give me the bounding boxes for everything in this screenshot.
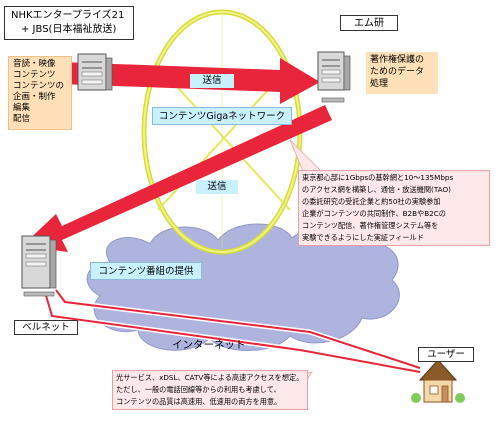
network-label-box: コンテンツGigaネットワーク bbox=[152, 107, 292, 125]
user-label-box: ユーザー bbox=[418, 347, 474, 362]
arrow-bottom bbox=[22, 105, 332, 252]
emken-desc-line-3: 処理 bbox=[370, 79, 389, 89]
callout-network-line-2: のアクセス網を構築し、通信・放送機関(TAO) bbox=[302, 185, 451, 194]
bellnet-label: ベルネット bbox=[22, 322, 70, 333]
callout-network-line-3: の委託研究の受託企業と約50社の実験参加 bbox=[302, 197, 441, 206]
callout-bottom-line-1: 光サービス、xDSL、CATV等による高速アクセスを想定。 bbox=[116, 373, 304, 382]
internet-label: インターネット bbox=[172, 339, 246, 351]
title-box: NHKエンタープライズ21 + JBS(日本福祉放送) bbox=[4, 6, 134, 40]
content-line-5: 編集 bbox=[13, 103, 31, 113]
arrow-bottom-label: 送信 bbox=[207, 181, 227, 192]
arrow-top-label: 送信 bbox=[202, 75, 222, 86]
content-line-3: コンテンツの bbox=[13, 81, 65, 91]
content-box: 音読・映像 コンテンツ コンテンツの 企画・制作 編集 配信 bbox=[8, 56, 72, 130]
title-line2: + JBS(日本福祉放送) bbox=[21, 24, 117, 35]
callout-network-line-5: コンテンツ配信、著作権管理システム等を bbox=[302, 221, 439, 230]
server-icon-left bbox=[77, 53, 113, 91]
content-line-4: 企画・制作 bbox=[13, 92, 56, 102]
bellnet-label-box: ベルネット bbox=[14, 320, 78, 335]
callout-network-line-6: 実験できるようにした実証フィールド bbox=[302, 233, 424, 242]
server-icon-emken bbox=[317, 51, 351, 103]
callout-bottom-line-2: ただし、一般の電話回線等からの利用も考慮して、 bbox=[116, 385, 281, 394]
user-label: ユーザー bbox=[427, 349, 465, 360]
house-icon bbox=[411, 359, 465, 403]
emken-desc-line-2: ためのデータ bbox=[370, 67, 425, 77]
callout-network-line-4: 企業がコンテンツの共同制作、B2BやB2Cの bbox=[302, 209, 446, 218]
callout-network: 東京都心部に1Gbpsの基幹網と10～135Mbps のアクセス網を構築し、通信… bbox=[298, 170, 490, 246]
content-line-1: 音読・映像 bbox=[13, 59, 56, 69]
callout-bottom: 光サービス、xDSL、CATV等による高速アクセスを想定。 ただし、一般の電話回… bbox=[112, 370, 308, 410]
arrow-top-label-box: 送信 bbox=[190, 74, 234, 88]
callout-network-line-1: 東京都心部に1Gbpsの基幹網と10～135Mbps bbox=[302, 173, 454, 182]
title-line1: NHKエンタープライズ21 bbox=[11, 10, 125, 21]
content-line-2: コンテンツ bbox=[13, 70, 56, 80]
arrow-bottom-label-box: 送信 bbox=[196, 180, 238, 194]
content-provision-box: コンテンツ番組の提供 bbox=[90, 262, 202, 280]
content-provision-label: コンテンツ番組の提供 bbox=[98, 266, 194, 277]
server-icon-bellnet bbox=[21, 235, 57, 297]
emken-desc-line-1: 著作権保護の bbox=[370, 55, 425, 65]
content-line-6: 配信 bbox=[13, 114, 31, 124]
callout-bottom-line-3: コンテンツの品質は高速用、低速用の両方を用意。 bbox=[116, 397, 282, 406]
network-label: コンテンツGigaネットワーク bbox=[158, 111, 286, 122]
emken-desc-box: 著作権保護の ためのデータ 処理 bbox=[366, 52, 438, 94]
emken-label-box: エム研 bbox=[340, 15, 398, 31]
emken-label: エム研 bbox=[354, 18, 384, 29]
route-lines bbox=[42, 288, 421, 375]
